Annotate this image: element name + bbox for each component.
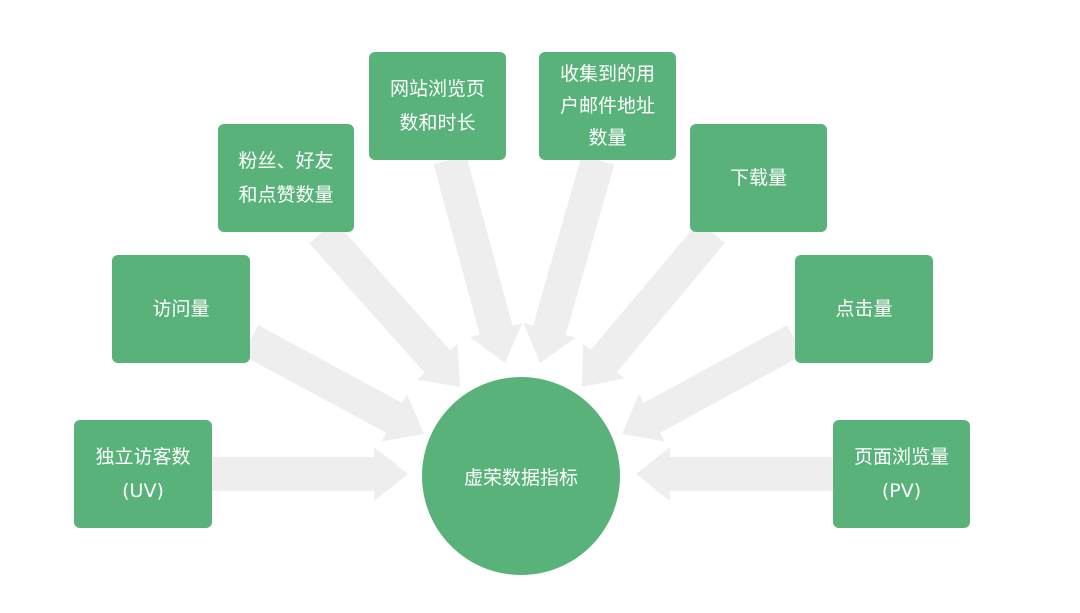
node-downloads: 下载量 xyxy=(690,124,827,232)
node-pageviews-duration-line-1: 网站浏览页 xyxy=(389,78,485,100)
node-pv: 页面浏览量 (PV) xyxy=(833,420,970,528)
arrow-clicks xyxy=(622,325,804,442)
node-fans-line-2: 和点赞数量 xyxy=(238,184,334,206)
node-uv-line-1: 独立访客数 xyxy=(95,446,191,468)
node-uv-line-2: (UV) xyxy=(122,480,164,502)
node-uv: 独立访客数 (UV) xyxy=(74,420,212,528)
center-label: 虚荣数据指标 xyxy=(463,466,578,489)
arrow-pv xyxy=(636,447,833,501)
node-pv-line-1: 页面浏览量 xyxy=(853,446,949,468)
node-pageviews-duration-line-2: 数和时长 xyxy=(399,112,476,134)
node-emails-line-2: 户邮件地址 xyxy=(559,95,655,117)
node-visits-line-1: 访问量 xyxy=(152,298,210,320)
node-fans-line-1: 粉丝、好友 xyxy=(238,150,334,172)
center-node: 虚荣数据指标 xyxy=(422,377,620,575)
arrow-fans xyxy=(309,220,460,387)
arrow-visits xyxy=(241,325,424,442)
arrow-emails xyxy=(523,155,615,363)
node-emails: 收集到的用户邮件地址数量 xyxy=(539,52,676,160)
node-pageviews-duration: 网站浏览页数和时长 xyxy=(369,52,506,160)
node-emails-line-1: 收集到的用 xyxy=(559,63,655,85)
node-visits: 访问量 xyxy=(112,255,250,363)
arrow-downloads xyxy=(582,221,725,387)
node-downloads-line-1: 下载量 xyxy=(729,167,787,189)
node-clicks: 点击量 xyxy=(795,255,933,363)
arrow-uv xyxy=(212,447,408,501)
node-pv-line-2: (PV) xyxy=(881,480,922,502)
arrow-pageviews xyxy=(433,155,523,363)
node-clicks-line-1: 点击量 xyxy=(835,298,893,320)
node-emails-line-3: 数量 xyxy=(588,127,627,149)
node-fans: 粉丝、好友和点赞数量 xyxy=(218,124,354,232)
